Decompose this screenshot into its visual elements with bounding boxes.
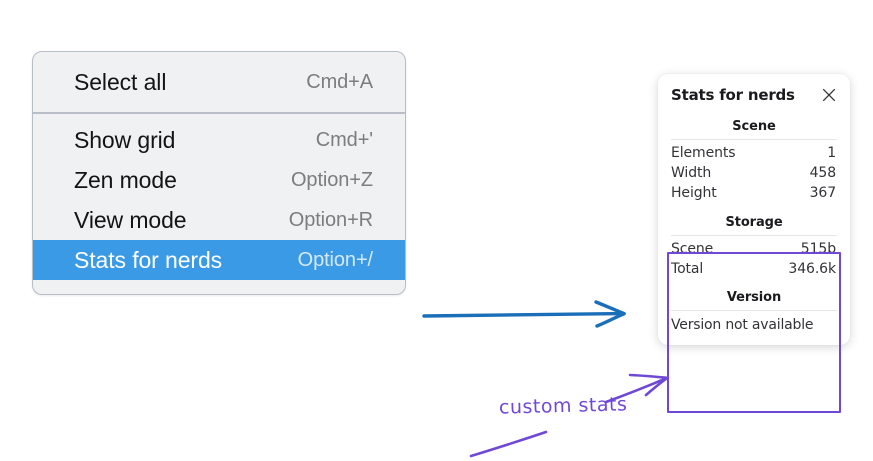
stat-value: 458	[809, 165, 837, 181]
section-divider	[671, 139, 837, 140]
menu-item-label: Select all	[74, 68, 167, 95]
stat-key: Width	[671, 165, 712, 181]
menu-item-view-mode[interactable]: View mode Option+R	[33, 200, 405, 240]
section-divider	[671, 310, 837, 311]
version-text: Version not available	[671, 317, 814, 333]
stat-value: 515b	[800, 241, 836, 257]
stat-key: Scene	[671, 241, 714, 257]
stat-value: 346.6k	[788, 261, 836, 277]
stats-panel-header: Stats for nerds	[668, 86, 840, 104]
purple-underline-annotation	[469, 430, 548, 458]
menu-item-zen-mode[interactable]: Zen mode Option+Z	[33, 160, 405, 200]
stats-section-version: Version Version not available	[668, 287, 840, 335]
menu-group-1: Select all Cmd+A	[33, 52, 405, 112]
stat-value: 1	[827, 145, 836, 161]
stats-section-storage: Storage Scene 515b Total 346.6k	[668, 212, 840, 279]
stat-row: Height 367	[668, 183, 840, 203]
stat-key: Total	[671, 261, 704, 277]
close-icon[interactable]	[820, 86, 838, 104]
stat-row: Scene 515b	[668, 239, 840, 259]
menu-item-shortcut: Cmd+A	[306, 70, 373, 93]
menu-item-label: Zen mode	[74, 166, 177, 193]
stat-key: Height	[671, 185, 717, 201]
menu-item-stats-for-nerds[interactable]: Stats for nerds Option+/	[33, 240, 405, 280]
section-heading: Version	[726, 290, 782, 305]
stats-for-nerds-panel: Stats for nerds Scene Elements 1 Width 4…	[658, 74, 850, 345]
menu-item-show-grid[interactable]: Show grid Cmd+'	[33, 120, 405, 160]
menu-item-label: Stats for nerds	[74, 246, 223, 273]
menu-item-shortcut: Cmd+'	[315, 128, 373, 151]
context-menu[interactable]: Select all Cmd+A Show grid Cmd+' Zen mod…	[32, 51, 406, 295]
stat-row: Width 458	[668, 163, 840, 183]
blue-arrow-annotation	[422, 300, 626, 328]
stats-panel-title: Stats for nerds	[671, 86, 795, 104]
stat-row: Total 346.6k	[668, 259, 840, 279]
stats-section-scene: Scene Elements 1 Width 458 Height 367	[668, 116, 840, 203]
menu-item-label: View mode	[74, 206, 187, 233]
section-heading: Scene	[732, 119, 776, 134]
stat-row: Elements 1	[668, 143, 840, 163]
menu-item-shortcut: Option+/	[297, 248, 373, 271]
stat-key: Elements	[671, 145, 736, 161]
section-heading: Storage	[725, 215, 783, 230]
menu-item-shortcut: Option+Z	[290, 168, 373, 191]
menu-item-select-all[interactable]: Select all Cmd+A	[33, 62, 405, 102]
stat-value: 367	[809, 185, 837, 201]
menu-item-label: Show grid	[74, 126, 176, 153]
section-divider	[671, 235, 837, 236]
menu-group-2: Show grid Cmd+' Zen mode Option+Z View m…	[33, 112, 405, 294]
menu-item-shortcut: Option+R	[288, 208, 373, 231]
custom-stats-label: custom stats	[498, 393, 628, 419]
